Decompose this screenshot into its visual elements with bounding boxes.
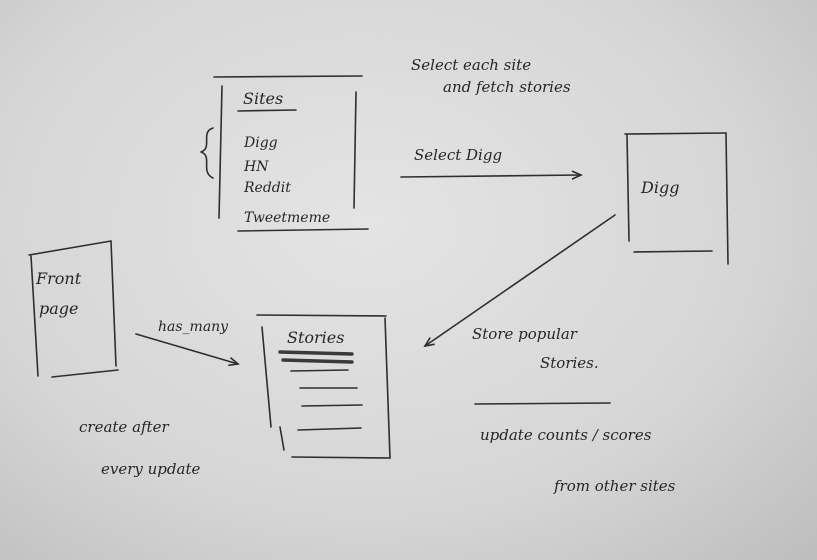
- stories-story-line: [290, 369, 349, 372]
- sites-box: Sites Digg HN Reddit Tweetmeme: [200, 75, 369, 232]
- update-counts-line1: update counts / scores: [480, 426, 652, 444]
- create-after-note: create after every update: [79, 418, 200, 478]
- update-counts-line2: from other sites: [553, 477, 676, 495]
- sites-title-underline: [237, 109, 297, 112]
- select-each-note: Select each site and fetch stories: [411, 56, 571, 96]
- sites-item-hn: HN: [243, 159, 269, 175]
- stories-title: Stories: [287, 328, 344, 347]
- stories-story-line: [301, 404, 363, 407]
- sites-item-reddit: Reddit: [243, 180, 291, 196]
- has-many-connector: has_many: [135, 319, 240, 367]
- front-page-box-top-line: [28, 240, 112, 256]
- store-popular-line2: Stories.: [540, 354, 599, 372]
- sites-box-right-line: [353, 91, 357, 209]
- front-page-box-bottom-line: [51, 369, 119, 378]
- sites-title: Sites: [243, 89, 283, 108]
- select-digg-connector: Select Digg: [400, 146, 583, 180]
- update-counts-note: update counts / scores from other sites: [474, 402, 676, 495]
- sites-box-top-line: [213, 75, 363, 78]
- stories-box-left-line: [261, 326, 272, 428]
- select-digg-arrow: [400, 170, 583, 180]
- create-after-line1: create after: [79, 418, 169, 436]
- store-popular-line1: Store popular: [472, 325, 578, 343]
- update-counts-divider: [474, 402, 611, 405]
- stories-story-line: [297, 427, 362, 431]
- store-popular-arrow: [423, 214, 616, 348]
- stories-box: Stories: [256, 314, 391, 459]
- stories-box-left-stub: [279, 426, 285, 451]
- digg-box: Digg: [624, 132, 729, 265]
- stories-box-top-line: [256, 314, 387, 317]
- store-popular-connector: Store popular Stories.: [423, 214, 616, 372]
- stories-box-bottom-line: [291, 456, 391, 459]
- sites-brace: [200, 127, 214, 179]
- select-each-line1: Select each site: [411, 56, 531, 74]
- sites-box-bottom-line: [237, 228, 369, 232]
- front-page-line2: page: [39, 299, 79, 318]
- sites-item-digg: Digg: [243, 135, 278, 151]
- digg-box-label: Digg: [640, 178, 679, 197]
- stories-story-line: [281, 358, 354, 364]
- sites-box-left-line: [218, 85, 223, 219]
- front-page-line1: Front: [35, 269, 82, 288]
- select-digg-label: Select Digg: [414, 146, 502, 164]
- front-page-box: Front page: [28, 240, 119, 378]
- sites-item-tweetmeme: Tweetmeme: [244, 210, 330, 226]
- stories-story-line: [278, 350, 354, 356]
- digg-box-left-line: [626, 134, 630, 242]
- select-each-line2: and fetch stories: [443, 78, 571, 96]
- front-page-box-right-line: [110, 240, 117, 367]
- digg-box-bottom-line: [633, 250, 713, 253]
- digg-box-top-line: [624, 132, 727, 135]
- create-after-line2: every update: [101, 460, 200, 478]
- has-many-arrow: [135, 333, 240, 367]
- digg-box-right-line: [725, 132, 729, 265]
- stories-box-right-line: [384, 317, 391, 459]
- has-many-label: has_many: [158, 319, 229, 335]
- front-page-box-left-line: [30, 255, 39, 377]
